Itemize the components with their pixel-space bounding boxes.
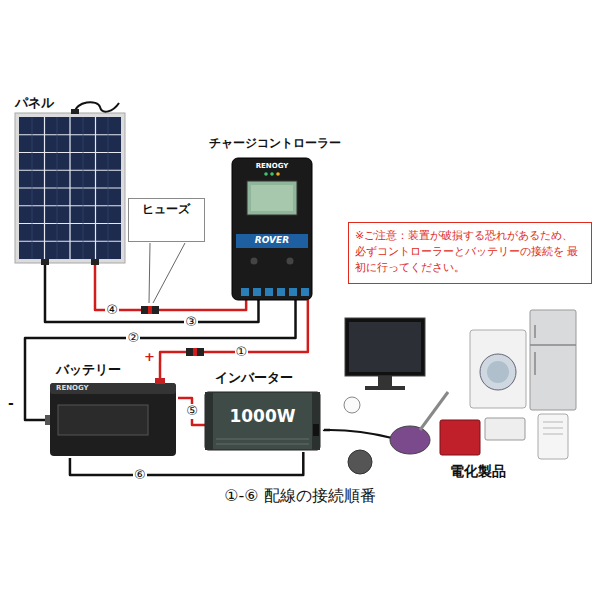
solar-panel-picture [15, 113, 125, 263]
inverter-picture [313, 424, 319, 436]
battery-picture [155, 378, 165, 384]
polarity-sign: - [8, 396, 14, 411]
model-name: ROVER [232, 236, 312, 246]
solar-panel-picture [71, 109, 79, 114]
charge-controller-picture [251, 258, 258, 265]
battery: バッテリー [40, 362, 178, 458]
solar-panel-picture [41, 259, 49, 265]
appliances-picture [330, 310, 576, 474]
appliances-picture [348, 450, 372, 474]
wire [45, 265, 258, 322]
charge-controller-picture [247, 181, 297, 215]
node-heading: 電化製品 [450, 463, 506, 480]
appliances-picture [378, 376, 392, 386]
inverter-picture [312, 392, 320, 450]
fuse-symbol [141, 306, 159, 314]
node-heading: パネル [15, 95, 54, 111]
charge-controller-picture [287, 258, 294, 265]
solar-panel-picture [19, 117, 121, 259]
solar-panel-picture [32, 117, 108, 259]
charge-controller-picture [270, 172, 274, 176]
inverter-picture [205, 392, 213, 450]
inverter-picture [216, 439, 309, 444]
fuse-symbol [186, 348, 204, 356]
fuse-symbol [141, 306, 204, 356]
wire-order-number: ② [126, 331, 140, 345]
appliances-picture [330, 430, 392, 438]
wire [324, 429, 330, 432]
battery-picture [58, 405, 148, 435]
appliances-picture [485, 418, 525, 440]
solar-panel-picture [91, 259, 99, 265]
fuse-symbol [148, 306, 152, 314]
battery-picture [50, 383, 176, 456]
charge-controller-picture [301, 288, 309, 296]
battery-picture [50, 383, 176, 394]
charge-controller-picture [232, 158, 312, 300]
brand-mark: RENOGY [56, 385, 89, 393]
inverter: インバーター 1000W [205, 370, 324, 452]
appliances-picture [470, 330, 526, 408]
leader-line [149, 243, 185, 303]
leader-line [149, 243, 185, 303]
wire-order-number: ④ [105, 303, 119, 317]
appliances-picture [487, 361, 509, 383]
appliances-picture [390, 426, 430, 454]
wire-order-number: ① [235, 345, 249, 359]
appliances-picture [480, 354, 516, 390]
battery-picture [40, 362, 176, 456]
caution-note: ※ご注意：装置が破損する恐れがあるため、 必ずコントローラーとバッテリーの接続を… [348, 222, 592, 284]
appliances-picture [365, 386, 405, 390]
appliances-picture [543, 422, 563, 434]
node-heading: ※ご注意：装置が破損する恐れがあるため、 必ずコントローラーとバッテリーの接続を… [349, 223, 591, 281]
solar-panel-picture [75, 102, 119, 113]
inverter-picture [205, 392, 320, 450]
fuse-symbol [193, 348, 197, 356]
appliances-picture [344, 397, 360, 413]
wire-order-number: ③ [184, 315, 198, 329]
polarity-sign: + [144, 350, 155, 364]
brand-mark: RENOGY [232, 163, 312, 171]
appliances-picture [349, 322, 421, 372]
node-heading: チャージコントローラー [205, 136, 345, 150]
wire-order-number: ⑥ [133, 468, 147, 482]
battery-picture [45, 415, 50, 425]
charge-controller-picture [264, 172, 268, 176]
fuse-callout: ヒューズ [128, 198, 205, 242]
node-heading: インバーター [215, 370, 293, 386]
charge-controller-picture [289, 288, 297, 296]
wire [178, 398, 205, 425]
appliances-picture [538, 414, 568, 459]
charge-controller-picture [241, 288, 249, 296]
inverter-picture [205, 392, 320, 450]
appliances-picture [530, 310, 576, 410]
caption: ①-⑥ 配線の接続順番 [0, 487, 600, 505]
charge-controller-picture [253, 288, 261, 296]
appliances: 電化製品 [330, 305, 592, 483]
solar-panel-picture [15, 102, 125, 265]
node-heading: ヒューズ [129, 202, 202, 216]
charge-controller-picture [276, 172, 280, 176]
appliances-picture [530, 325, 576, 375]
charge-controller-picture [277, 288, 285, 296]
charge-controller-picture [251, 185, 293, 211]
node-heading: バッテリー [56, 362, 121, 378]
rating-text: 1000W [205, 406, 320, 426]
appliances-picture [345, 318, 425, 376]
charge-controller-picture [232, 158, 312, 300]
wire-order-number: ⑤ [185, 404, 199, 418]
charge-controller-picture [265, 288, 273, 296]
battery-picture [159, 362, 162, 379]
solar-panel: パネル [15, 95, 125, 265]
charge-controller: チャージコントローラー [205, 136, 349, 300]
solar-panel-picture [19, 135, 121, 242]
appliances-picture [440, 420, 480, 455]
